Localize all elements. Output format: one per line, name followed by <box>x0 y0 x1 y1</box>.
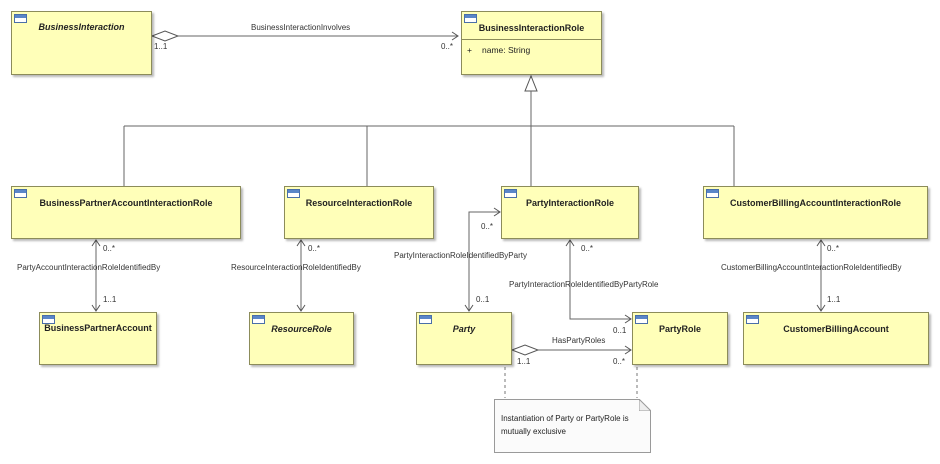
multiplicity-label: 0..* <box>581 244 594 253</box>
class-icon <box>14 189 27 198</box>
class-icon <box>635 315 648 324</box>
party-account-interaction-role-connector <box>91 239 101 312</box>
attribute-name: name: String <box>482 45 531 55</box>
attribute-visibility: + <box>467 45 472 55</box>
association-name: ResourceInteractionRoleIdentifiedBy <box>231 263 361 272</box>
class-resource-role[interactable]: ResourceRole <box>249 312 354 365</box>
association-name: PartyInteractionRoleIdentifiedByParty <box>394 251 527 260</box>
association-name: CustomerBillingAccountInteractionRoleIde… <box>721 263 902 272</box>
customer-billing-account-connector <box>816 239 826 312</box>
business-interaction-involves-connector <box>150 30 459 42</box>
association-name: PartyInteractionRoleIdentifiedByPartyRol… <box>509 280 659 289</box>
class-icon <box>706 189 719 198</box>
class-business-partner-account[interactable]: BusinessPartnerAccount <box>39 312 157 365</box>
class-title: BusinessPartnerAccountInteractionRole <box>39 198 213 208</box>
party-interaction-role-identified-by-party-connector <box>464 207 501 312</box>
class-party-role[interactable]: PartyRole <box>632 312 728 365</box>
class-customer-billing-account-interaction-role[interactable]: CustomerBillingAccountInteractionRole <box>703 186 928 239</box>
class-icon <box>14 14 27 23</box>
class-title: PartyRole <box>658 324 702 334</box>
class-party-interaction-role[interactable]: PartyInteractionRole <box>501 186 639 239</box>
multiplicity-label: 0..1 <box>613 326 627 335</box>
class-title: Party <box>452 324 476 334</box>
class-icon <box>419 315 432 324</box>
class-title: ResourceRole <box>271 324 332 334</box>
note-text: Instantiation of Party or PartyRole is m… <box>501 414 629 436</box>
association-name: BusinessInteractionInvolves <box>251 23 351 32</box>
note-anchor-connector <box>504 367 638 398</box>
class-resource-interaction-role[interactable]: ResourceInteractionRole <box>284 186 434 239</box>
note-fold-icon <box>639 399 651 411</box>
class-title: BusinessInteractionRole <box>478 23 585 33</box>
generalization-connector <box>123 74 735 186</box>
class-title: CustomerBillingAccountInteractionRole <box>729 198 901 208</box>
constraint-note[interactable]: Instantiation of Party or PartyRole is m… <box>494 399 651 453</box>
class-icon <box>464 14 477 23</box>
resource-interaction-role-connector <box>296 239 306 312</box>
class-icon <box>504 189 517 198</box>
multiplicity-label: 1..1 <box>103 295 117 304</box>
multiplicity-label: 0..* <box>441 42 454 51</box>
class-party[interactable]: Party <box>416 312 512 365</box>
has-party-roles-connector <box>510 344 632 356</box>
class-icon <box>746 315 759 324</box>
class-divider <box>462 39 601 40</box>
class-icon <box>252 315 265 324</box>
class-customer-billing-account[interactable]: CustomerBillingAccount <box>743 312 929 365</box>
multiplicity-label: 0..* <box>308 244 321 253</box>
multiplicity-label: 0..* <box>827 244 840 253</box>
class-icon <box>42 315 55 324</box>
multiplicity-label: 1..1 <box>154 42 168 51</box>
multiplicity-label: 0..* <box>613 357 626 366</box>
multiplicity-label: 0..* <box>103 244 116 253</box>
class-title: BusinessInteraction <box>38 22 125 32</box>
class-title: CustomerBillingAccount <box>783 324 889 334</box>
association-name: HasPartyRoles <box>552 336 606 345</box>
party-interaction-role-identified-by-party-role-connector <box>565 239 632 324</box>
class-title: PartyInteractionRole <box>525 198 615 208</box>
class-business-partner-account-interaction-role[interactable]: BusinessPartnerAccountInteractionRole <box>11 186 241 239</box>
class-business-interaction-role[interactable]: BusinessInteractionRole + name: String <box>461 11 602 75</box>
multiplicity-label: 0..1 <box>476 295 490 304</box>
class-title: ResourceInteractionRole <box>305 198 413 208</box>
class-icon <box>287 189 300 198</box>
multiplicity-label: 0..* <box>481 222 494 231</box>
multiplicity-label: 1..1 <box>827 295 841 304</box>
multiplicity-label: 1..1 <box>517 357 531 366</box>
association-name: PartyAccountInteractionRoleIdentifiedBy <box>17 263 161 272</box>
class-title: BusinessPartnerAccount <box>44 323 152 333</box>
class-business-interaction[interactable]: BusinessInteraction <box>11 11 152 75</box>
